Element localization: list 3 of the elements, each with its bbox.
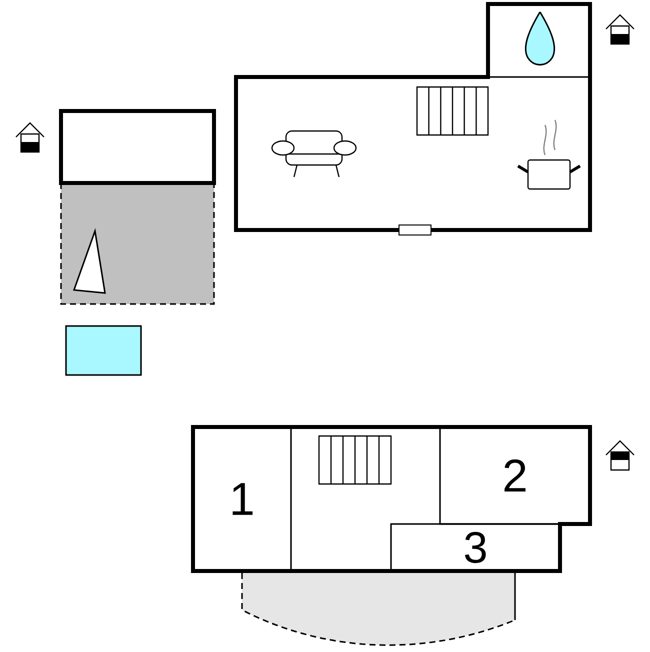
room: 3 [390, 523, 561, 572]
room: 1 [192, 426, 292, 572]
room: 2 [439, 426, 591, 525]
